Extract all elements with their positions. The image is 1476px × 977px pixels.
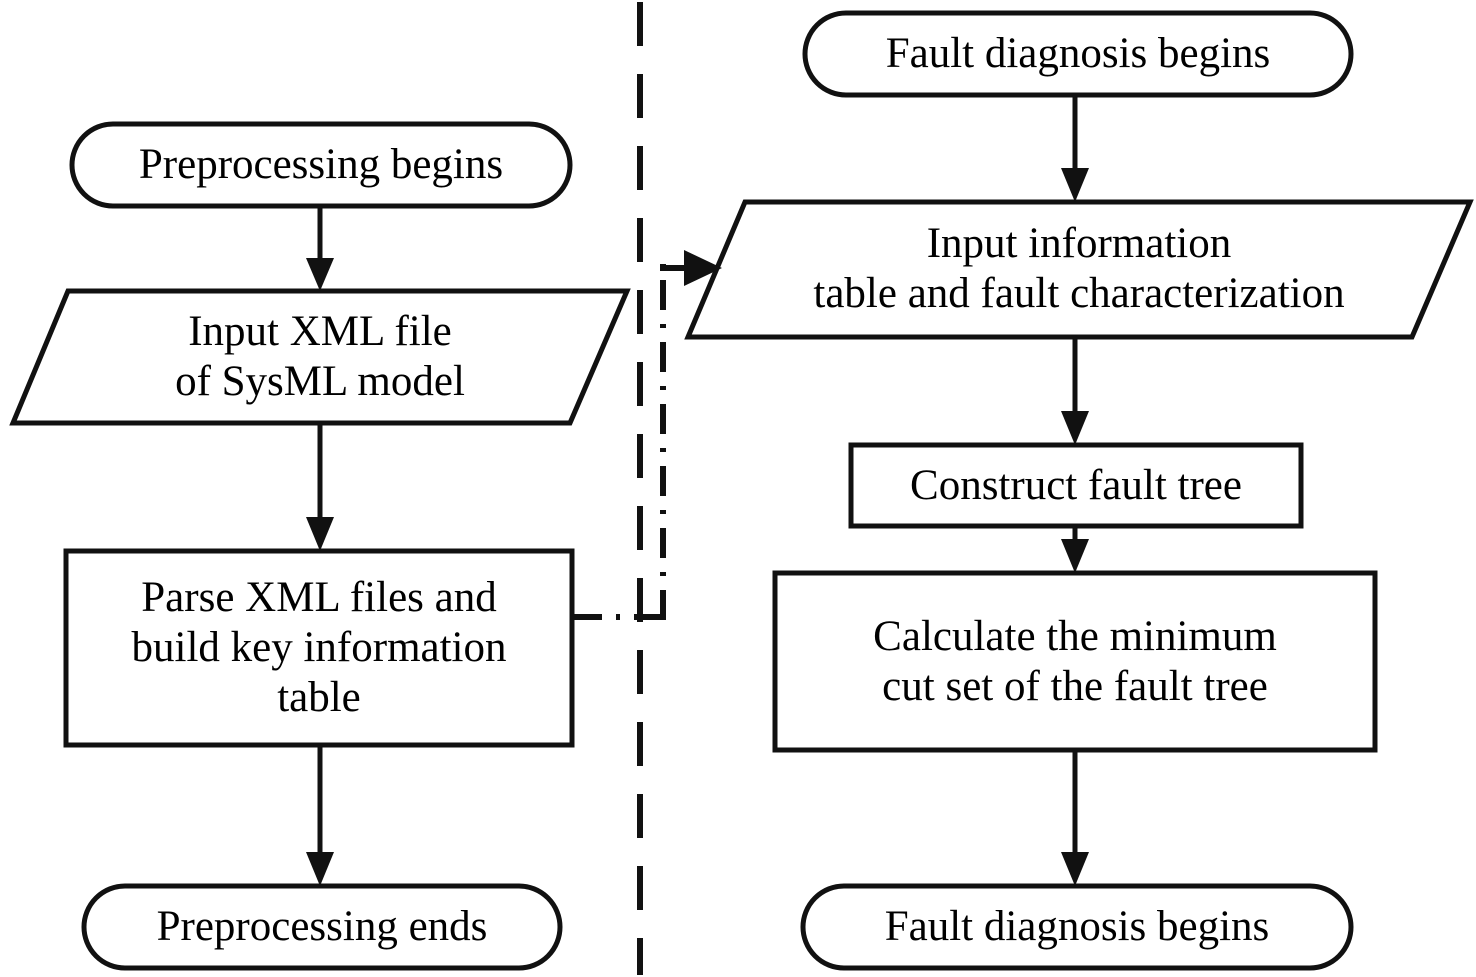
node-construct-fault-tree-shape[interactable] <box>848 442 1304 529</box>
node-preprocessing-begins-shape[interactable] <box>69 121 573 209</box>
connector-construct-tree-to-calculate <box>1061 526 1089 573</box>
node-input-xml-file-shape[interactable] <box>9 288 631 426</box>
cross-lane-link-arrowhead <box>684 250 722 286</box>
connector-calculate-to-diagnosis-ends <box>1061 750 1089 886</box>
connector-parse-to-preprocessing-ends <box>306 745 334 886</box>
node-fault-diagnosis-begins-top-shape[interactable] <box>802 10 1354 98</box>
connector-input-info-to-construct-tree <box>1061 337 1089 445</box>
node-calculate-minimum-cut-set-shape[interactable] <box>772 570 1378 753</box>
connector-begins-to-input-xml <box>306 206 334 291</box>
node-parse-xml-build-table-shape[interactable] <box>63 548 575 748</box>
node-input-information-table-shape[interactable] <box>684 199 1474 340</box>
connector-input-xml-to-parse <box>306 423 334 551</box>
connector-diagnosis-begins-to-input-info <box>1061 95 1089 202</box>
cross-lane-link <box>572 250 722 620</box>
node-fault-diagnosis-begins-bottom-shape[interactable] <box>800 883 1354 971</box>
node-preprocessing-ends-shape[interactable] <box>81 883 563 971</box>
